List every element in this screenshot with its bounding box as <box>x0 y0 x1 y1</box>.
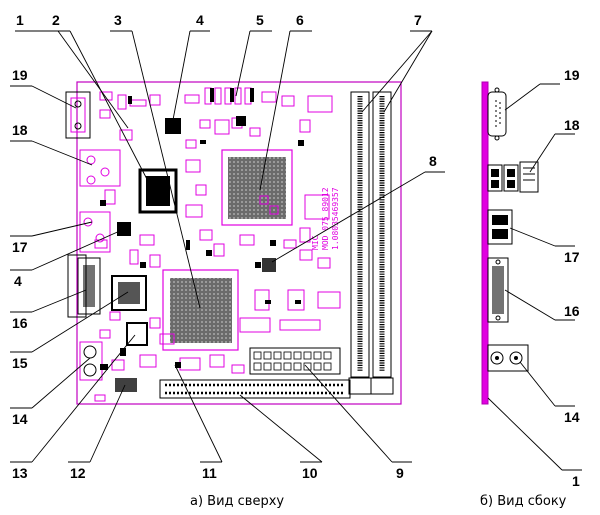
silkscreen-components <box>94 87 341 402</box>
top-view-caption: а) Вид сверху <box>190 494 284 509</box>
memory-slots <box>348 91 394 395</box>
side-callout-16: 16 <box>564 303 580 319</box>
qfp-chip-2 <box>138 168 178 214</box>
board-outline <box>76 81 402 405</box>
board-marking-line-1: MIC <box>311 235 320 250</box>
side-callout-18: 18 <box>564 117 580 133</box>
side-callout-19: 19 <box>564 67 580 83</box>
side-view: 19 18 17 16 14 1 б) Вид сбоку <box>480 67 582 509</box>
serial-port <box>65 91 91 139</box>
callout-18: 18 <box>12 122 28 138</box>
callout-1: 1 <box>16 12 24 28</box>
pcb-edge <box>481 81 489 405</box>
side-leader-lines <box>487 83 582 471</box>
callout-12: 12 <box>70 465 86 481</box>
callout-14: 14 <box>12 411 28 427</box>
chip-12 <box>115 378 137 392</box>
side-view-caption: б) Вид сбоку <box>480 494 567 509</box>
callout-10: 10 <box>302 465 318 481</box>
side-usb-stack <box>487 209 513 245</box>
usb-lan-stack <box>79 149 121 253</box>
chip-8 <box>262 258 276 272</box>
leader-lines <box>10 30 445 463</box>
side-serial-port <box>487 87 507 141</box>
board-marking-line-3: 1.08035469357 <box>331 187 340 250</box>
bga-chip-3 <box>162 269 239 351</box>
board-marking-line-2: MOD 075 89012 <box>321 187 330 250</box>
side-callout-14: 14 <box>564 409 580 425</box>
chip-4-left <box>117 222 131 236</box>
callout-19: 19 <box>12 67 28 83</box>
side-audio <box>487 344 529 372</box>
bottom-header <box>159 379 351 399</box>
chip-4-top <box>165 118 181 134</box>
callout-13: 13 <box>12 465 28 481</box>
callout-8: 8 <box>429 153 437 169</box>
dvi-connector <box>67 254 101 318</box>
side-dvi <box>487 257 509 323</box>
callout-7: 7 <box>414 12 422 28</box>
callout-3: 3 <box>114 12 122 28</box>
callout-2: 2 <box>52 12 60 28</box>
callout-5: 5 <box>256 12 264 28</box>
callout-9: 9 <box>396 465 404 481</box>
side-callout-17: 17 <box>564 249 580 265</box>
top-view: MIC MOD 075 89012 1.08035469357 <box>10 12 445 509</box>
small-parts <box>100 88 304 370</box>
callout-15: 15 <box>12 355 28 371</box>
power-connector <box>249 347 341 375</box>
callout-17: 17 <box>12 239 28 255</box>
chip-13 <box>126 322 148 346</box>
side-callout-1: 1 <box>572 473 580 489</box>
callout-6: 6 <box>296 12 304 28</box>
side-usb-lan <box>487 161 539 193</box>
callout-16: 16 <box>12 315 28 331</box>
board-marking: MIC MOD 075 89012 1.08035469357 <box>311 187 340 250</box>
bga-chip-6 <box>221 149 293 226</box>
callout-4-top: 4 <box>196 12 204 28</box>
callout-4-left: 4 <box>14 273 22 289</box>
callout-11: 11 <box>202 465 217 481</box>
chip-15 <box>111 275 147 311</box>
